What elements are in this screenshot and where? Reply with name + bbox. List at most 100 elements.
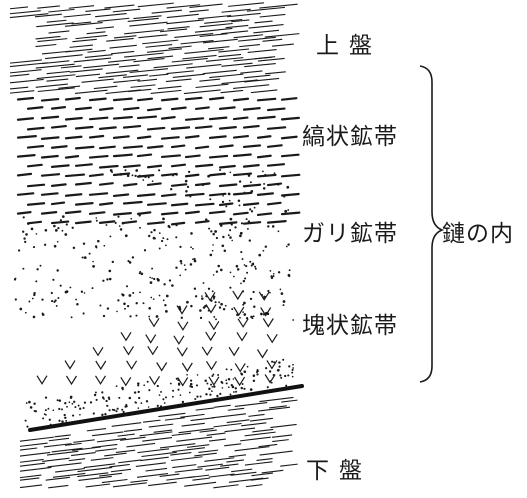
contact-dot: [252, 379, 256, 383]
contact-dot: [58, 419, 61, 422]
hatch-stroke: [122, 74, 149, 78]
contact-dot: [121, 408, 124, 411]
hanging-wall-hatching: [9, 2, 300, 95]
gouge-dot: [153, 277, 156, 281]
hatch-stroke: [271, 434, 293, 438]
gouge-dot: [140, 272, 144, 276]
contact-dot: [79, 407, 82, 410]
contact-dot: [211, 390, 213, 392]
gouge-dot: [273, 172, 276, 175]
gouge-dot: [142, 179, 145, 181]
hatch-stroke: [46, 450, 79, 456]
contact-dot: [115, 385, 118, 387]
gouge-dot: [109, 169, 113, 172]
hatch-stroke: [197, 463, 224, 468]
hatch-stroke: [141, 451, 177, 458]
contact-dot: [256, 369, 259, 371]
v-mark: [208, 376, 220, 386]
hatch-stroke: [101, 478, 128, 484]
banded-dash: [122, 145, 143, 149]
v-mark: [122, 346, 135, 356]
contact-dot: [234, 387, 237, 390]
gouge-dot: [175, 236, 178, 239]
hatch-stroke: [170, 452, 192, 456]
banded-dash: [242, 124, 260, 129]
banded-dash: [98, 182, 114, 186]
contact-dot: [204, 379, 207, 382]
gouge-dot: [249, 260, 252, 263]
gouge-dot: [41, 298, 44, 301]
hatch-stroke: [72, 38, 97, 43]
contact-dot: [225, 379, 228, 382]
gouge-dot: [228, 199, 231, 202]
banded-dash: [64, 135, 83, 140]
gouge-dot: [111, 260, 114, 264]
gouge-dot: [229, 286, 232, 289]
hatch-stroke: [272, 43, 294, 47]
contact-dot: [277, 368, 280, 372]
gouge-dot: [262, 249, 265, 252]
gouge-dot: [54, 299, 57, 302]
gouge-dot: [217, 264, 220, 268]
hatch-stroke: [47, 462, 82, 468]
v-mark: [228, 346, 240, 357]
hatch-stroke: [262, 38, 283, 42]
banded-dash: [242, 144, 262, 149]
hatch-stroke: [83, 463, 116, 469]
banded-dash: [40, 154, 59, 159]
gouge-dot: [142, 302, 145, 305]
hatch-stroke: [153, 63, 193, 69]
hatch-stroke: [171, 456, 203, 462]
hatch-stroke: [168, 45, 192, 49]
hatch-stroke: [166, 13, 199, 19]
contact-dot: [26, 425, 29, 428]
hatch-stroke: [58, 85, 81, 89]
hatch-stroke: [35, 63, 75, 69]
banded-dash: [146, 107, 162, 112]
v-mark: [65, 375, 78, 386]
gouge-dot: [155, 315, 159, 318]
hatch-stroke: [19, 474, 42, 479]
gouge-dot: [229, 217, 233, 221]
banded-dash: [232, 134, 250, 139]
gouge-dot: [282, 304, 285, 307]
gouge-dot: [14, 277, 17, 280]
hatch-stroke: [205, 57, 244, 62]
v-mark: [94, 375, 107, 385]
gouge-dot: [117, 215, 120, 218]
hatch-stroke: [46, 78, 69, 82]
gouge-dot: [209, 198, 212, 201]
contact-dot: [195, 384, 199, 387]
gouge-dot: [254, 267, 257, 270]
contact-dot: [287, 374, 290, 377]
gouge-dot: [215, 270, 219, 273]
banded-dash: [232, 172, 253, 177]
hatch-stroke: [257, 57, 285, 62]
gouge-dot: [61, 215, 65, 218]
hatch-stroke: [164, 417, 185, 421]
hatch-stroke: [228, 2, 264, 7]
contact-dot: [108, 409, 111, 412]
contact-dot: [225, 382, 228, 385]
hatch-stroke: [9, 78, 44, 84]
hatch-stroke: [182, 54, 217, 60]
contact-dot: [143, 384, 146, 387]
banded-dash: [122, 106, 140, 111]
contact-dot: [292, 367, 294, 369]
gouge-dot: [70, 316, 73, 319]
banded-dash: [40, 115, 60, 120]
banded-dash: [194, 220, 210, 224]
hatch-stroke: [199, 22, 233, 28]
gouge-dot: [252, 262, 255, 265]
gouge-dot: [50, 291, 53, 295]
gouge-dot: [32, 246, 36, 249]
gouge-dot: [249, 181, 252, 184]
gouge-dot: [238, 180, 242, 183]
hatch-stroke: [148, 423, 174, 428]
hatch-stroke: [194, 27, 233, 33]
banded-dash: [184, 96, 203, 101]
gouge-dot: [253, 305, 256, 309]
gouge-dot: [235, 264, 239, 268]
gouge-dot: [171, 284, 174, 287]
gouge-dot: [57, 227, 60, 230]
